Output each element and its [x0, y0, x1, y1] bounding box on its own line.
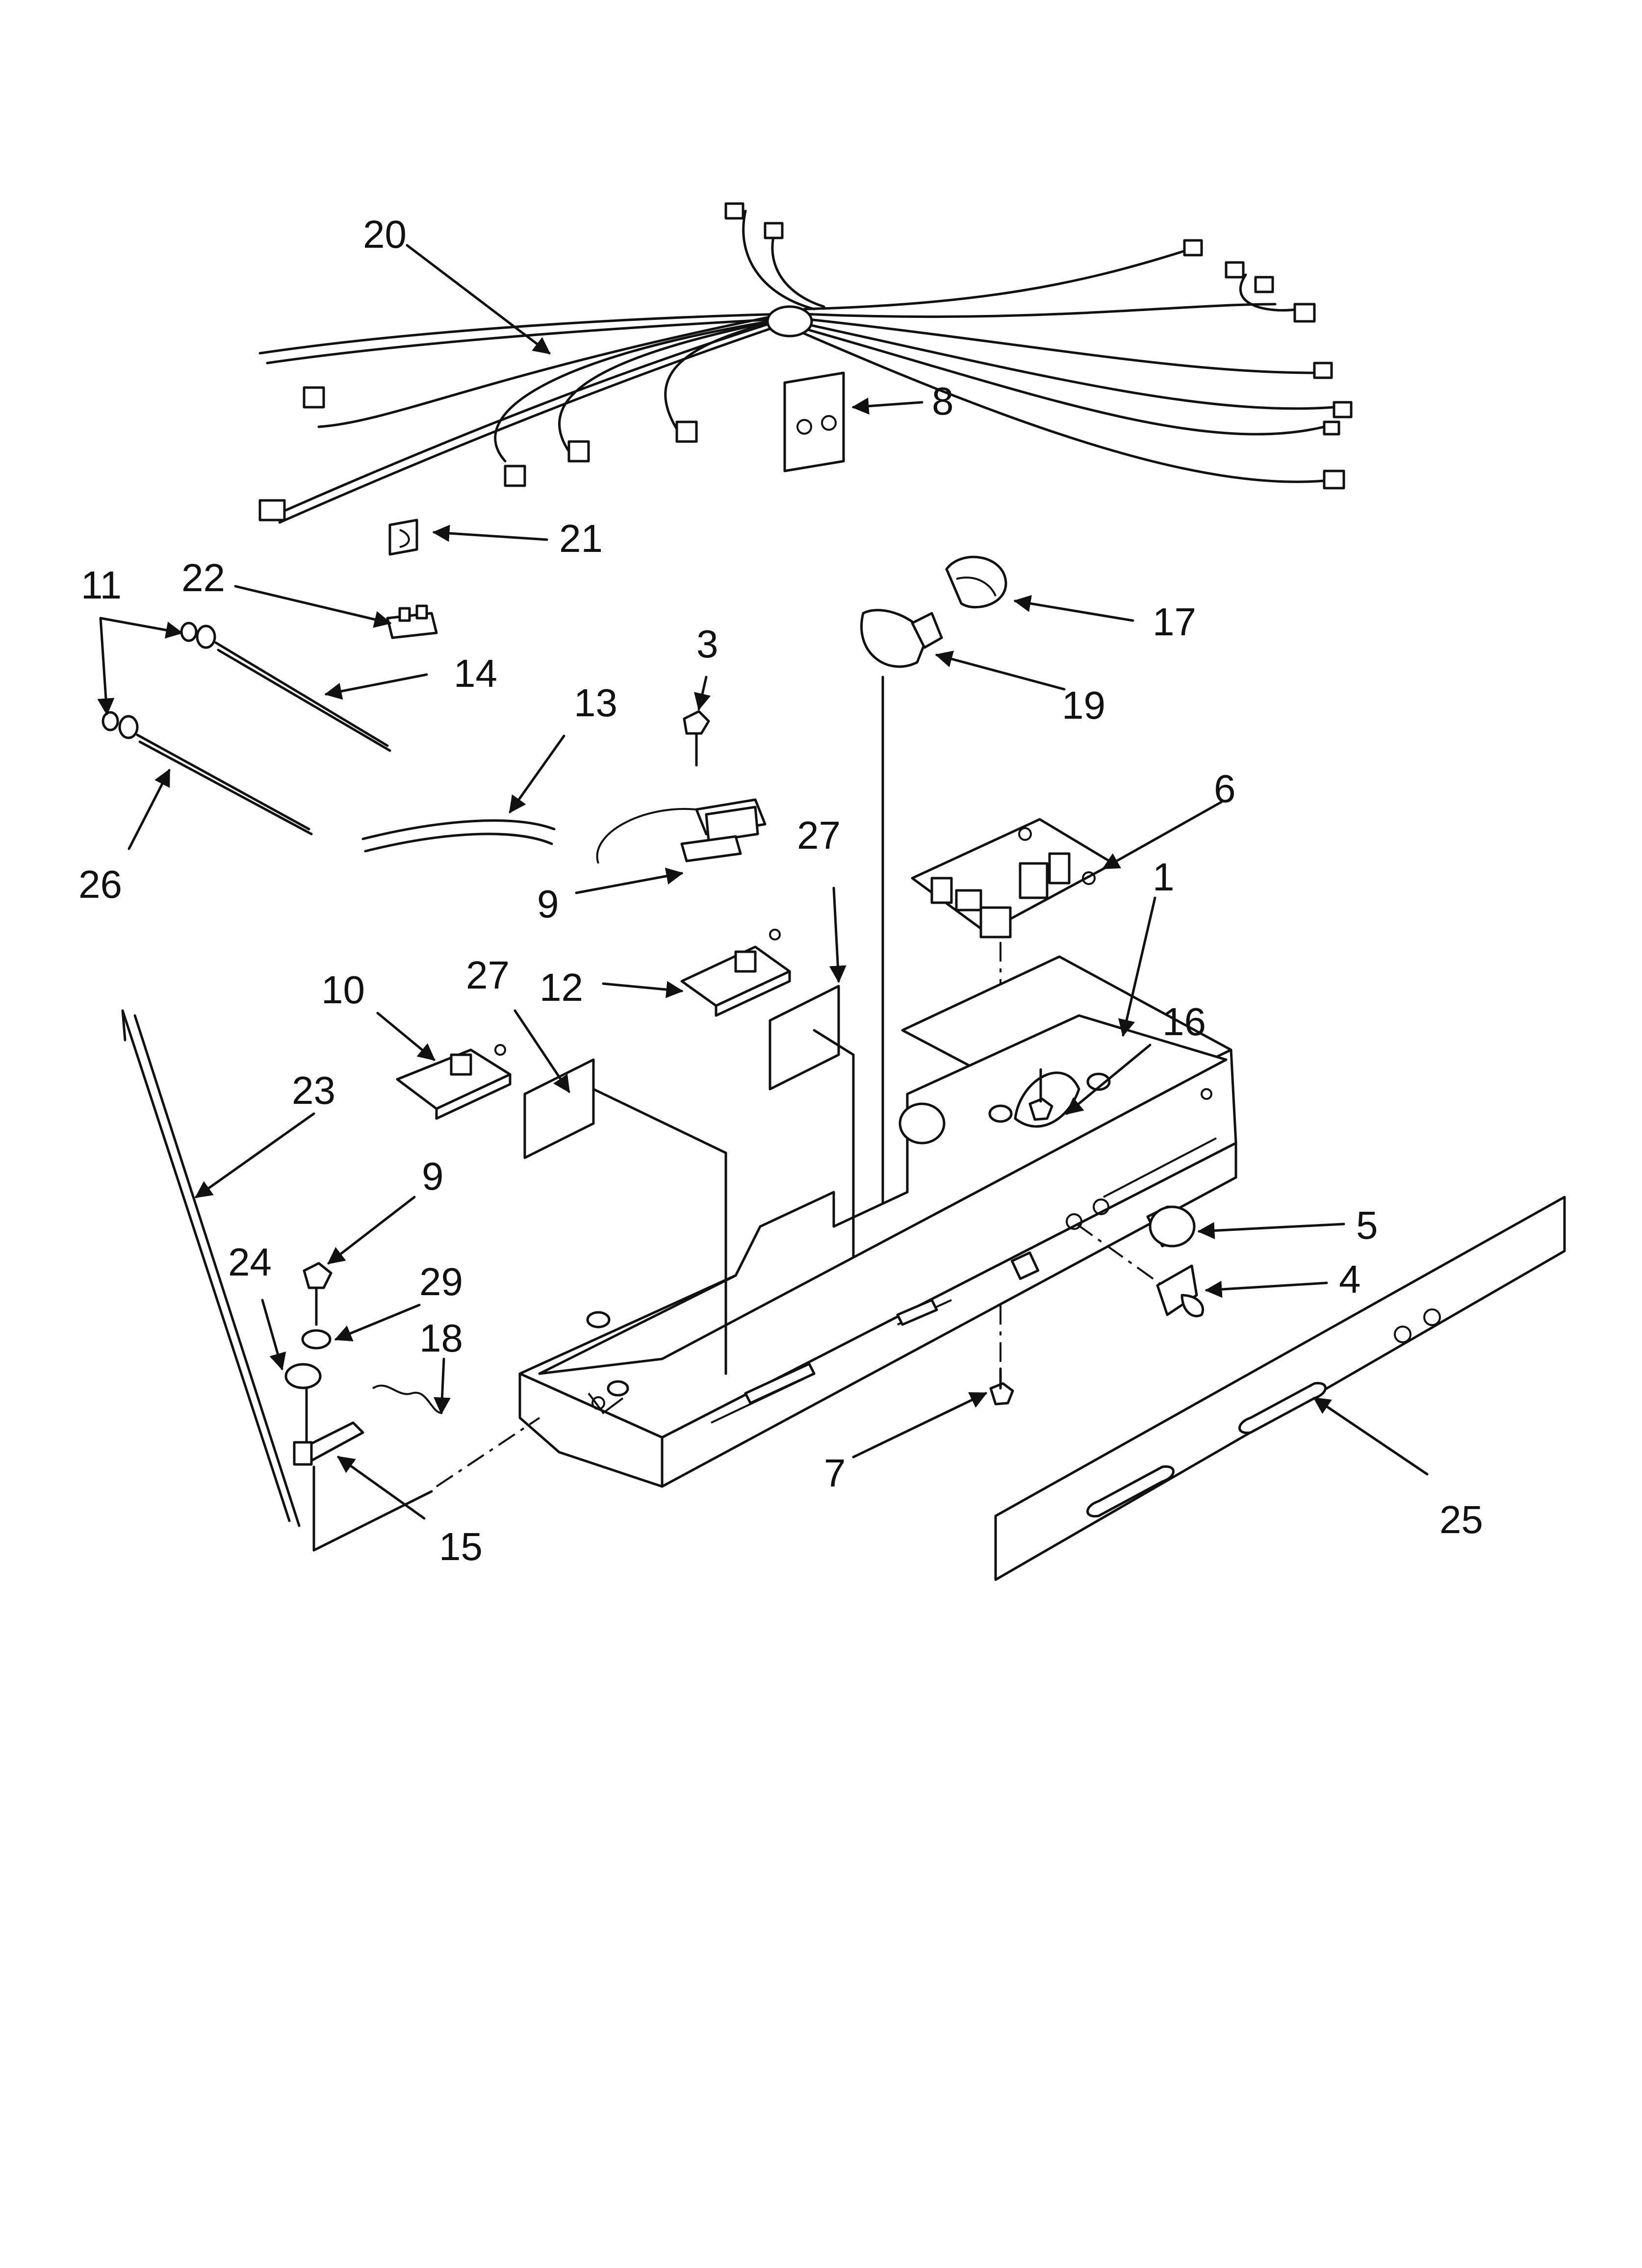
insulation-pad: [783, 371, 845, 472]
wire-harness: [258, 202, 1353, 524]
callout-27-lower: 27: [466, 953, 510, 997]
callout-12: 12: [539, 965, 583, 1009]
callout-27-upper: 27: [797, 813, 841, 857]
bracket-12: [680, 929, 791, 1017]
callout-10: 10: [321, 968, 365, 1012]
callout-23: 23: [292, 1069, 335, 1112]
callout-9-upper: 9: [537, 882, 559, 926]
trim-panel: [994, 1196, 1566, 1581]
callout-3: 3: [696, 622, 718, 666]
callout-8: 8: [932, 379, 954, 423]
callout-20: 20: [363, 212, 407, 256]
callout-13: 13: [574, 681, 617, 725]
callout-25: 25: [1439, 1498, 1483, 1541]
grommet-rods: [102, 622, 391, 835]
screw-and-switch: [596, 710, 767, 864]
control-housing: [518, 955, 1237, 1488]
callout-7: 7: [824, 1451, 846, 1495]
bracket-10: [396, 1044, 512, 1120]
callout-15: 15: [439, 1525, 483, 1568]
callout-26: 26: [78, 862, 122, 906]
leader-arrows: [97, 244, 1429, 1520]
callout-9-lower: 9: [422, 1154, 444, 1198]
callout-24: 24: [228, 1240, 272, 1284]
connector-clip: [386, 604, 438, 639]
callout-14: 14: [454, 652, 497, 695]
knob-and-switch: [1076, 1205, 1204, 1317]
label-27: [523, 985, 855, 1375]
callout-29: 29: [419, 1260, 463, 1303]
screw-7: [989, 1305, 1014, 1406]
callout-21: 21: [559, 517, 603, 560]
tube: [361, 819, 556, 853]
callout-11: 11: [81, 563, 122, 607]
hinge-stack: [284, 1262, 540, 1552]
wire-clip: [388, 519, 418, 556]
callout-22: 22: [181, 556, 225, 600]
callout-17: 17: [1153, 600, 1196, 644]
long-rod: [121, 1009, 301, 1527]
lamp-socket-and-bulb: [860, 555, 1007, 1218]
callout-19: 19: [1062, 683, 1105, 727]
screw-16: [1028, 1068, 1053, 1121]
callout-5: 5: [1356, 1203, 1378, 1247]
callout-labels: 20 8 21 11 22 14 3 17 19 13 26 6 9 27 1 …: [78, 212, 1483, 1568]
callout-16: 16: [1162, 1000, 1206, 1043]
callout-18: 18: [419, 1316, 463, 1360]
callout-1: 1: [1153, 855, 1175, 899]
callout-4: 4: [1339, 1257, 1361, 1301]
callout-6: 6: [1214, 767, 1236, 810]
